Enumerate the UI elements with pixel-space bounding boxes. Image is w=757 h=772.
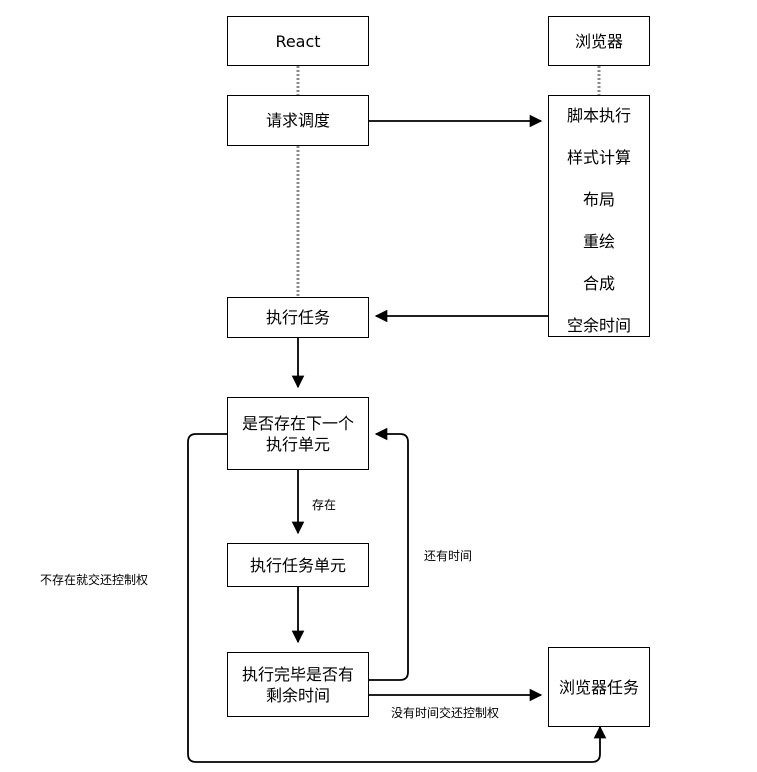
browser-task-node: 浏览器任务 bbox=[548, 647, 650, 727]
execute-unit-node: 执行任务单元 bbox=[227, 543, 369, 587]
browser-step: 脚本执行 bbox=[566, 106, 631, 125]
browser-lane-header: 浏览器 bbox=[548, 16, 650, 66]
browser-step: 重绘 bbox=[582, 232, 615, 251]
browser-step: 空余时间 bbox=[566, 316, 631, 335]
request-schedule-node: 请求调度 bbox=[227, 95, 369, 146]
execute-task-label: 执行任务 bbox=[265, 308, 330, 327]
execute-unit-label: 执行任务单元 bbox=[249, 555, 346, 575]
arrow-remaining-loop bbox=[369, 427, 409, 681]
edge-label-no-time: 没有时间交还控制权 bbox=[391, 705, 500, 721]
has-next-unit-node: 是否存在下一个 执行单元 bbox=[227, 397, 369, 470]
arrow-not-exists-to-browser bbox=[187, 433, 607, 763]
browser-task-label: 浏览器任务 bbox=[558, 677, 639, 697]
browser-step: 样式计算 bbox=[566, 148, 631, 167]
react-lane-label: React bbox=[275, 31, 321, 51]
request-schedule-label: 请求调度 bbox=[265, 111, 330, 130]
remaining-time-node: 执行完毕是否有 剩余时间 bbox=[227, 652, 369, 717]
execute-task-node: 执行任务 bbox=[227, 297, 369, 338]
edge-label-has-time: 还有时间 bbox=[424, 548, 473, 564]
remaining-time-label: 执行完毕是否有 剩余时间 bbox=[241, 664, 354, 705]
edge-label-exists: 存在 bbox=[312, 497, 337, 513]
browser-step: 布局 bbox=[582, 190, 615, 209]
browser-lane-label: 浏览器 bbox=[574, 31, 623, 51]
react-lane-header: React bbox=[227, 16, 369, 66]
browser-step: 合成 bbox=[582, 274, 615, 293]
edge-label-not-exists: 不存在就交还控制权 bbox=[40, 572, 149, 588]
has-next-unit-label: 是否存在下一个 执行单元 bbox=[241, 413, 354, 454]
browser-steps-box: 脚本执行 样式计算 布局 重绘 合成 空余时间 bbox=[548, 95, 650, 337]
